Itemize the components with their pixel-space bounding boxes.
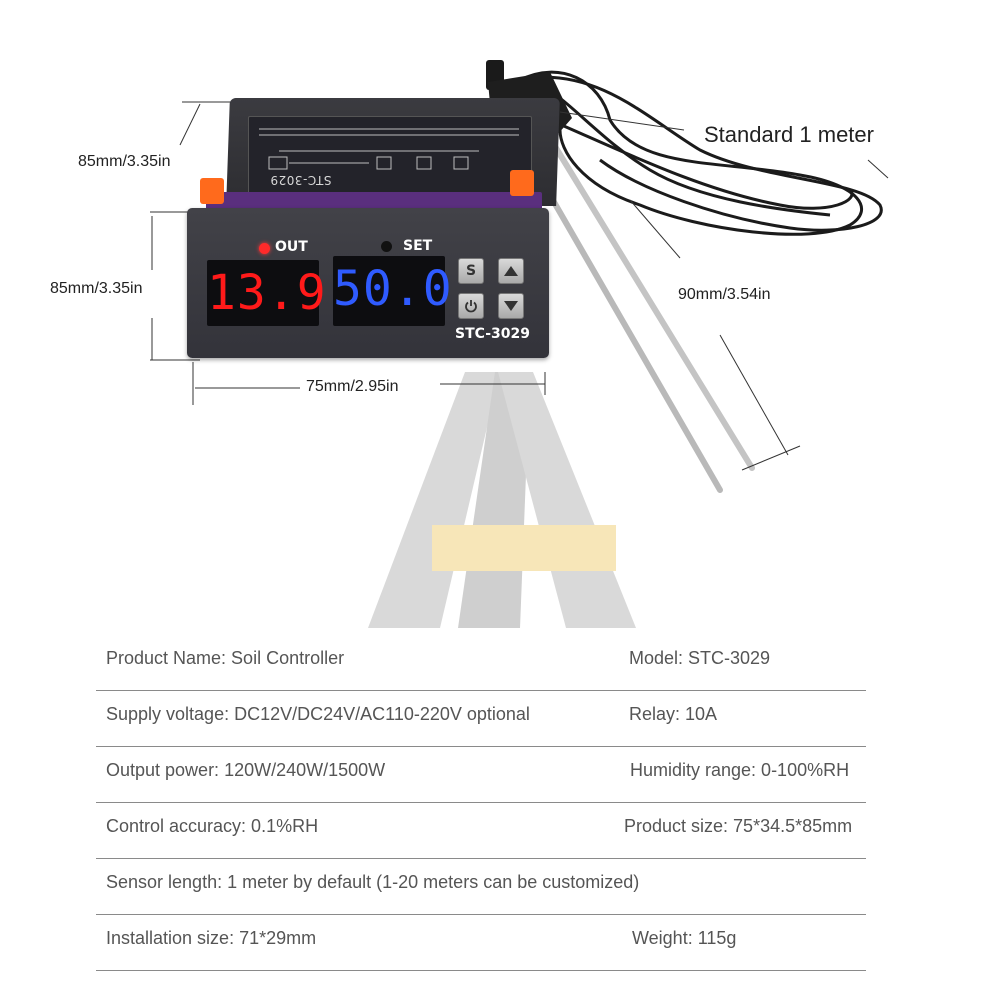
spec-humidity-range: Humidity range: 0-100%RH (630, 760, 850, 780)
set-display: 50.0 (333, 256, 452, 326)
down-button[interactable] (498, 293, 524, 319)
spec-relay: Relay: 10A (629, 704, 718, 724)
height-dimension-label: 85mm/3.35in (50, 280, 143, 297)
arrow-up-icon (504, 266, 518, 276)
width-dimension-label: 75mm/2.95in (306, 378, 399, 395)
spec-row: Control accuracy: 0.1%RH Product size: 7… (96, 802, 866, 859)
depth-dimension-label: 85mm/3.35in (78, 153, 171, 170)
front-model-label: STC-3029 (455, 326, 531, 342)
set-indicator-led (381, 241, 392, 252)
spec-product-size: Product size: 75*34.5*85mm (624, 816, 853, 836)
spec-sensor-length: Sensor length: 1 meter by default (1-20 … (106, 872, 640, 892)
spec-model: Model: STC-3029 (629, 648, 771, 668)
device-strip (206, 192, 542, 210)
power-icon (465, 300, 477, 313)
power-button[interactable] (458, 293, 484, 319)
cable-length-label: Standard 1 meter (704, 122, 874, 147)
spec-product-name: Product Name: Soil Controller (106, 648, 345, 668)
device-top-label (248, 116, 532, 196)
arrow-down-icon (504, 301, 518, 311)
spec-weight: Weight: 115g (632, 928, 737, 948)
mounting-clip-right (510, 170, 534, 196)
top-model-text: STC-3029 (270, 173, 332, 187)
out-display: 13.9 (207, 260, 326, 326)
device-front-panel: OUT SET 13.9 50.0 S STC-3029 (187, 208, 549, 358)
s-button[interactable]: S (458, 258, 484, 284)
set-label: SET (403, 238, 433, 254)
mounting-clip-left (200, 178, 224, 204)
out-indicator-led (259, 243, 270, 254)
spec-row: Sensor length: 1 meter by default (1-20 … (96, 858, 866, 915)
spec-output-power: Output power: 120W/240W/1500W (106, 760, 386, 780)
spec-row: Product Name: Soil Controller Model: STC… (96, 634, 866, 691)
spec-row: Output power: 120W/240W/1500W Humidity r… (96, 746, 866, 803)
probe-length-label: 90mm/3.54in (678, 286, 771, 303)
spec-installation-size: Installation size: 71*29mm (106, 928, 317, 948)
spec-control-accuracy: Control accuracy: 0.1%RH (106, 816, 319, 836)
up-button[interactable] (498, 258, 524, 284)
spec-row: Installation size: 71*29mm Weight: 115g (96, 914, 866, 971)
spec-row: Supply voltage: DC12V/DC24V/AC110-220V o… (96, 690, 866, 747)
spec-supply-voltage: Supply voltage: DC12V/DC24V/AC110-220V o… (106, 704, 530, 724)
out-label: OUT (275, 239, 308, 255)
